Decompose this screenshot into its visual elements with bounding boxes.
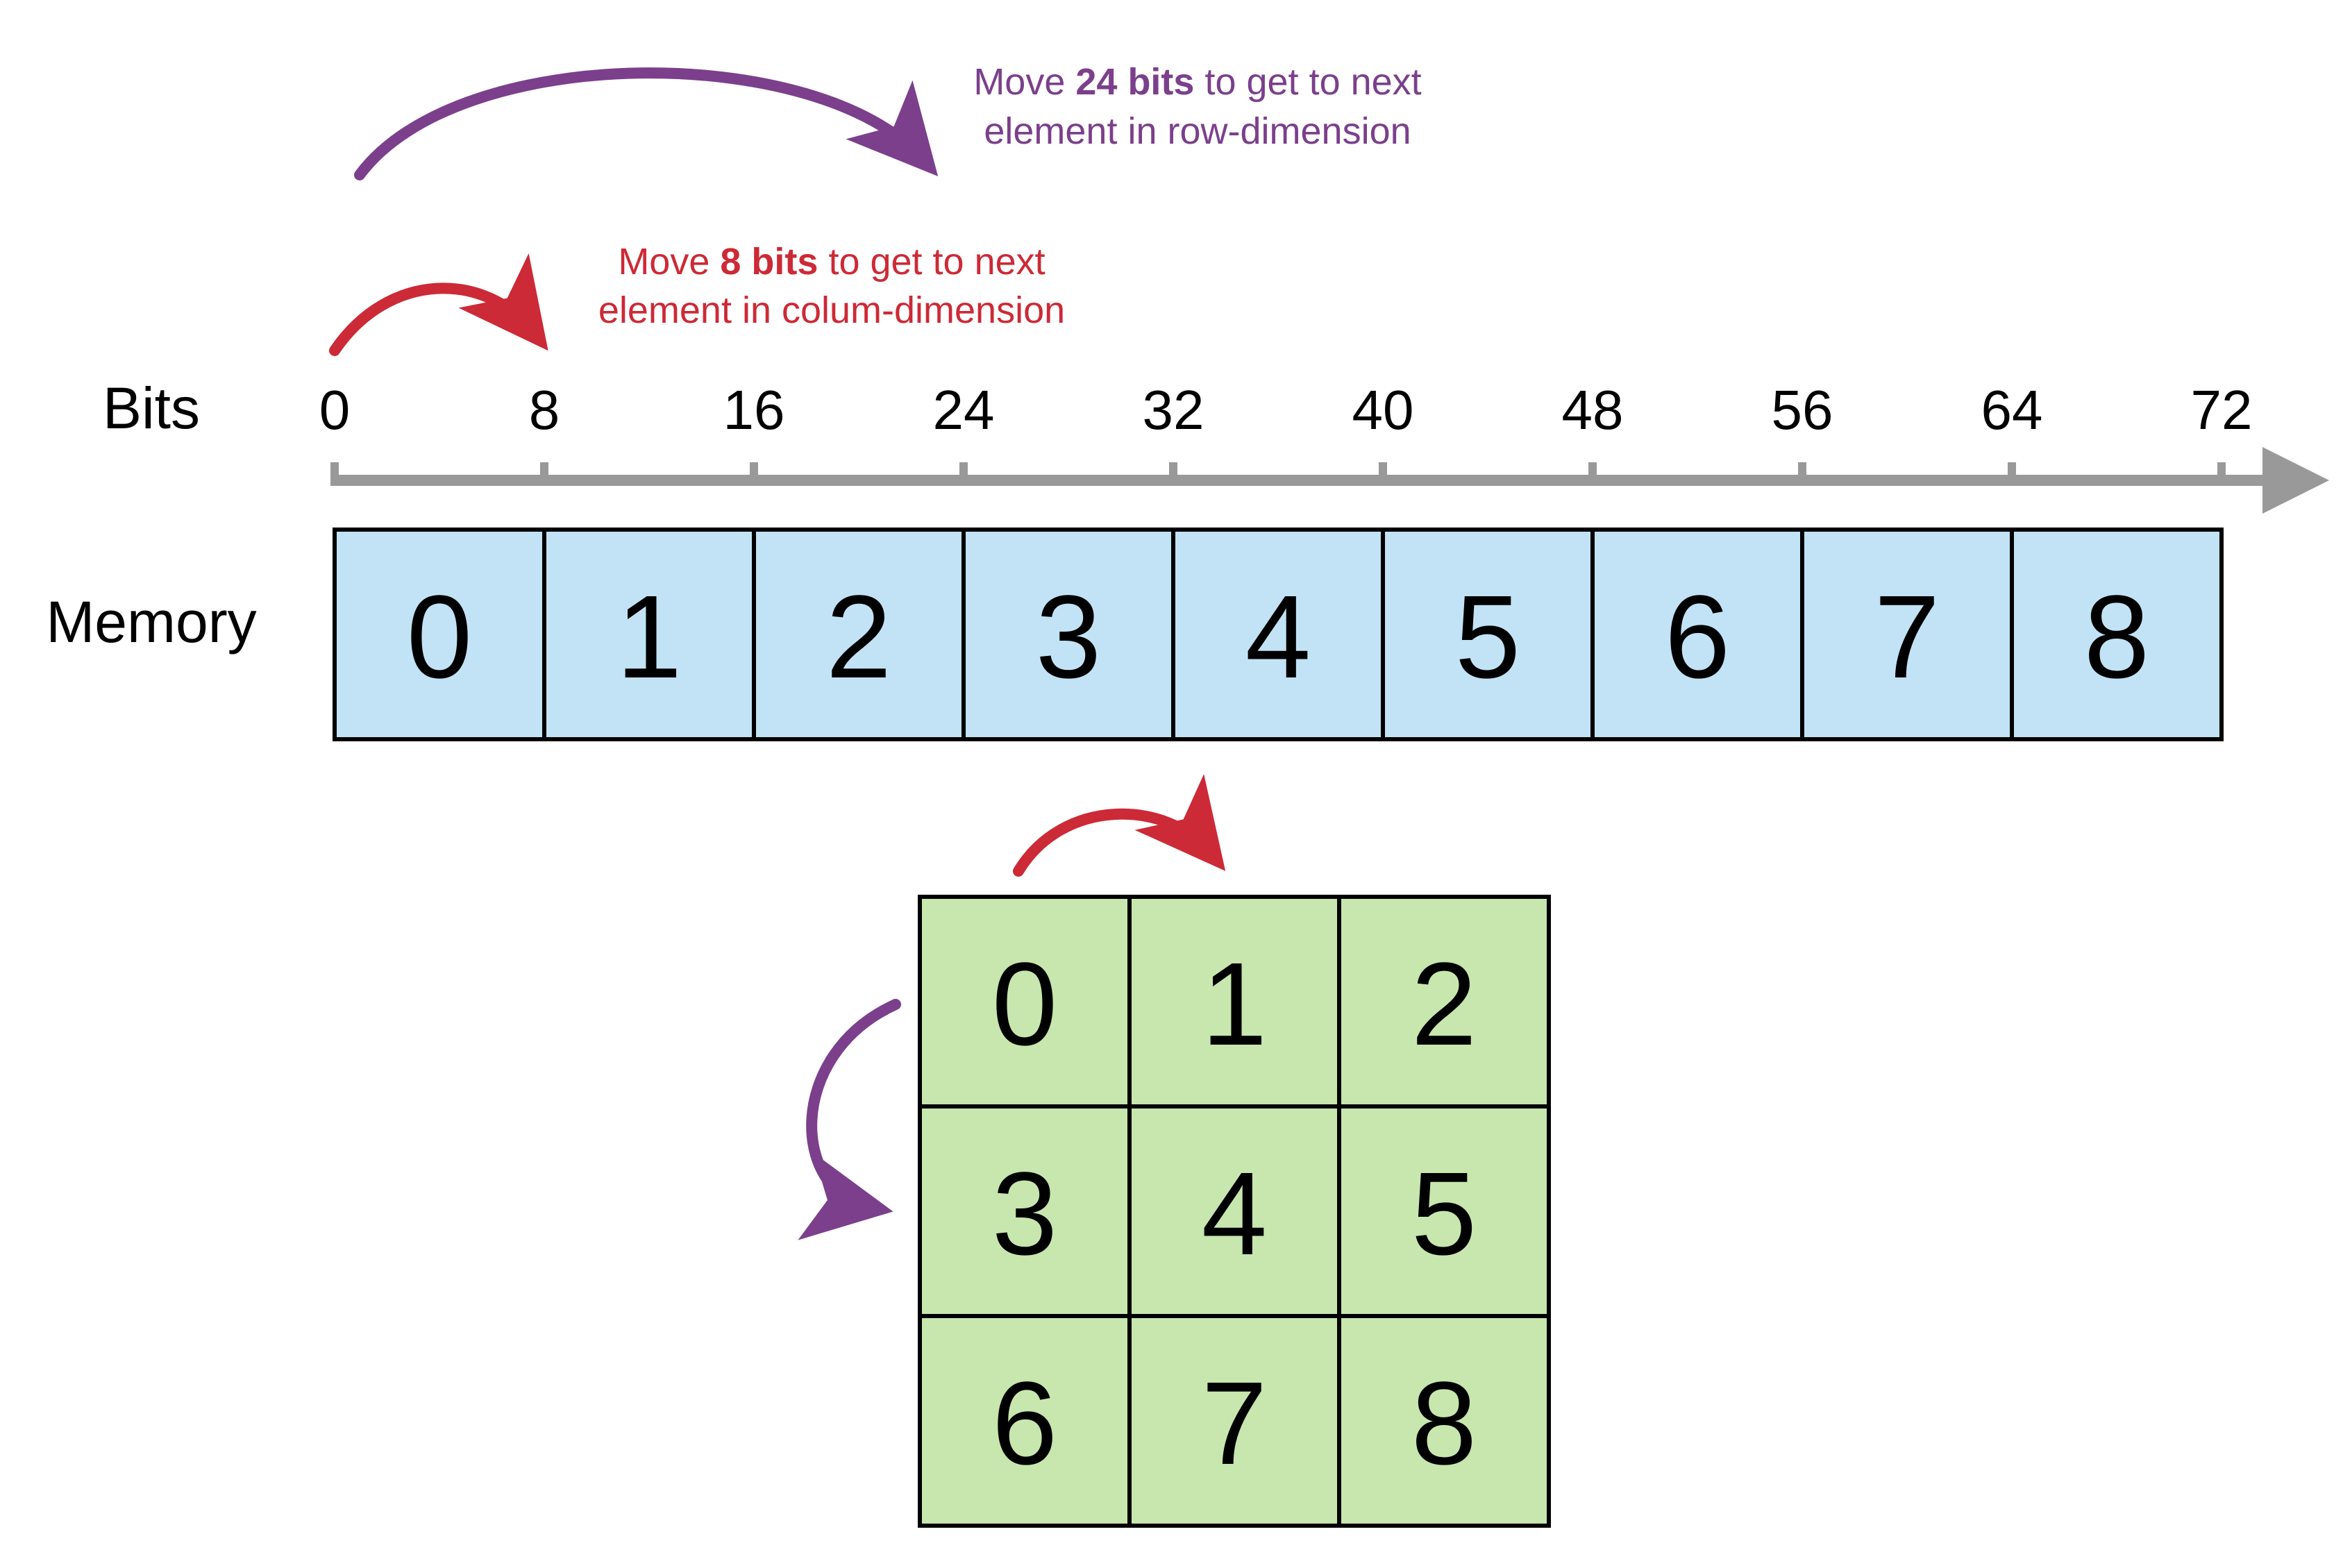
memory-cell — [961, 528, 1175, 741]
matrix-cell-value: 3 — [992, 1148, 1058, 1280]
matrix-cell-value: 6 — [992, 1358, 1058, 1490]
bits-tick-label: 72 — [2191, 379, 2253, 441]
memory-cell-value: 4 — [1245, 571, 1311, 703]
matrix-cell — [1337, 895, 1551, 1108]
row-stride-arrow — [354, 67, 939, 180]
matrix-cell-value: 8 — [1411, 1358, 1477, 1490]
memory-cell-value: 1 — [616, 571, 682, 703]
matrix-cell-value: 0 — [992, 938, 1058, 1070]
bits-tick-label: 32 — [1143, 379, 1204, 441]
matrix-cell — [918, 1104, 1132, 1318]
memory-cell-value: 7 — [1874, 571, 1940, 703]
matrix-grid: 0 1 2 3 4 5 6 7 8 — [918, 895, 1551, 1528]
memory-row: 0 1 2 3 4 5 6 7 8 — [333, 528, 2224, 741]
memory-cell — [1381, 528, 1595, 741]
memory-cell — [333, 528, 546, 741]
matrix-cell — [918, 1314, 1132, 1528]
matrix-cell — [1127, 1104, 1341, 1318]
matrix-cell-value: 2 — [1411, 938, 1477, 1070]
memory-cell-value: 3 — [1036, 571, 1102, 703]
bits-axis: 0 8 16 24 32 40 48 56 64 72 — [319, 379, 2329, 514]
row-stride-annotation-line2: element in row-dimension — [984, 110, 1411, 152]
matrix-cell — [1127, 895, 1341, 1108]
memory-cell-value: 6 — [1665, 571, 1731, 703]
bits-tick-label: 64 — [1981, 379, 2043, 441]
matrix-cell-value: 7 — [1202, 1358, 1268, 1490]
memory-cell-value: 2 — [826, 571, 892, 703]
matrix-cell — [1337, 1104, 1551, 1318]
matrix-row-stride-arrow — [798, 999, 901, 1240]
col-stride-annotation-line1: Move 8 bits to get to next — [618, 241, 1045, 283]
matrix-cell — [918, 895, 1132, 1108]
bits-tick-label: 16 — [723, 379, 785, 441]
bits-axis-ticks: 0 8 16 24 32 40 48 56 64 72 — [319, 379, 2253, 486]
row-stride-annotation-line1: Move 24 bits to get to next — [973, 61, 1421, 103]
matrix-cell — [1127, 1314, 1341, 1528]
bits-tick-label: 48 — [1562, 379, 1624, 441]
matrix-cell-value: 5 — [1411, 1148, 1477, 1280]
col-stride-annotation-line2: element in colum-dimension — [598, 289, 1065, 331]
memory-label: Memory — [46, 589, 256, 655]
memory-cell — [542, 528, 756, 741]
matrix-cell-value: 1 — [1202, 938, 1268, 1070]
col-stride-arrow — [329, 253, 548, 356]
memory-cell — [1171, 528, 1385, 741]
matrix-cell — [1337, 1314, 1551, 1528]
bits-label: Bits — [103, 376, 200, 441]
memory-cell-value: 5 — [1455, 571, 1521, 703]
bits-tick-label: 24 — [933, 379, 995, 441]
memory-cell — [2010, 528, 2224, 741]
bits-tick-label: 40 — [1352, 379, 1414, 441]
bits-tick-label: 0 — [319, 379, 351, 441]
bits-tick-label: 8 — [529, 379, 560, 441]
memory-cell-value: 0 — [407, 571, 473, 703]
memory-cell — [1590, 528, 1804, 741]
matrix-cell-value: 4 — [1202, 1148, 1268, 1280]
matrix-col-stride-arrow — [1013, 774, 1226, 877]
bits-tick-label: 56 — [1772, 379, 1833, 441]
memory-cell-value: 8 — [2084, 571, 2150, 703]
